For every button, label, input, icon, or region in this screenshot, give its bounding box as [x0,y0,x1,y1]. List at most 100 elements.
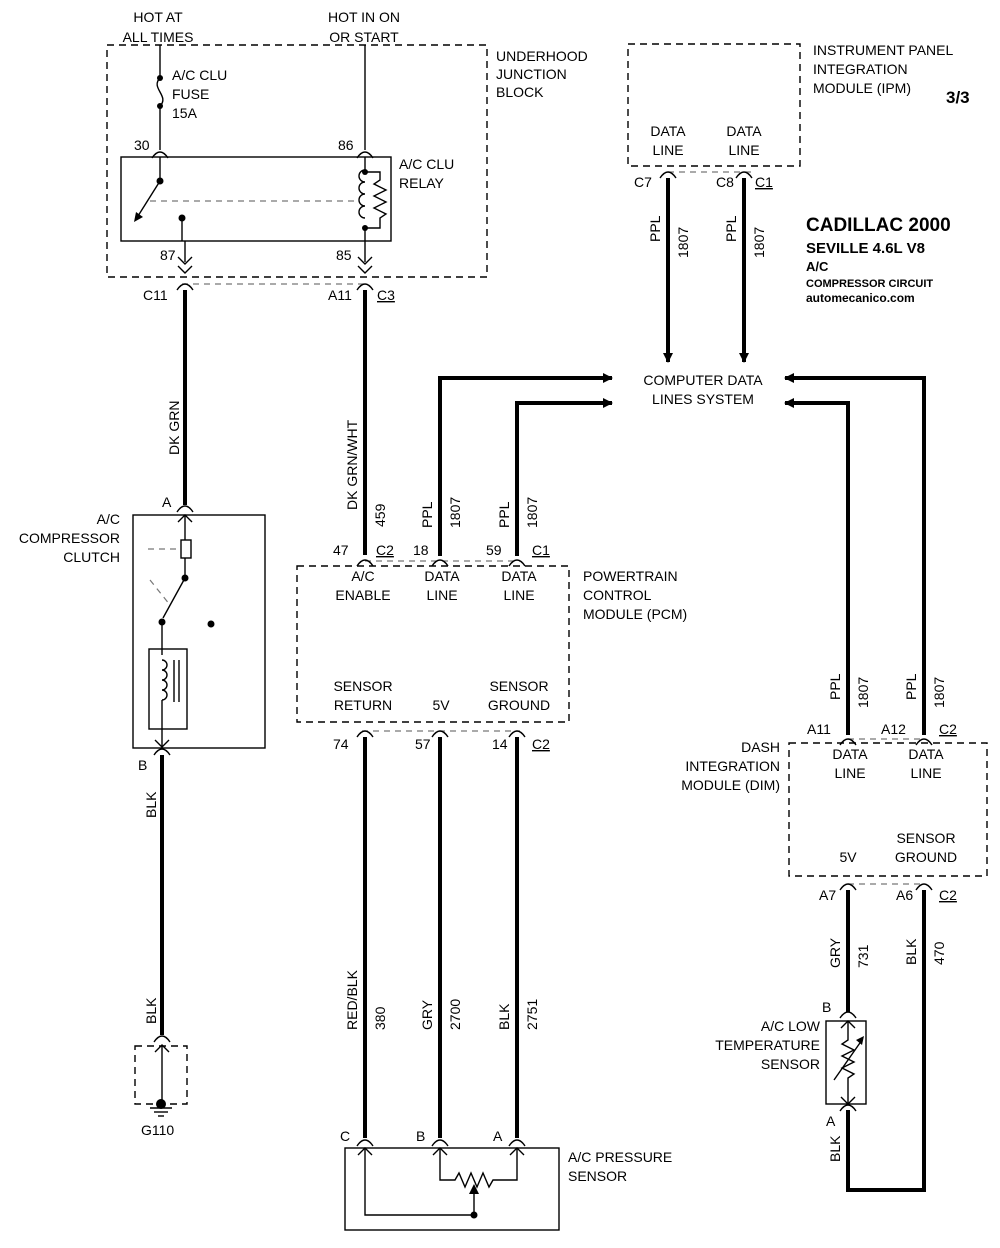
svg-text:SENSOR: SENSOR [568,1168,627,1184]
low-temp-pin-b-connector-icon [839,1011,857,1019]
pcm-pin-18-connector-icon [431,559,449,567]
pcm-data-line-59-label: DATA LINE [501,568,537,603]
svg-text:DATA: DATA [650,123,686,139]
pressure-sensor-wiper-arrow-icon [469,1184,479,1194]
wire-ipm-1-number-label: 1807 [675,227,691,258]
wire-blk-470 [846,890,926,1192]
wire-blk-label-2: BLK [143,997,159,1024]
svg-text:SENSOR: SENSOR [489,678,548,694]
wire-380-label: 380 [372,1006,388,1030]
svg-text:HOT AT: HOT AT [133,9,183,25]
ipm-outline [627,43,801,167]
low-temp-pin-a-connector-icon [839,1104,857,1112]
pressure-sensor-box [344,1147,560,1231]
pressure-sensor-return-path [364,1148,474,1216]
dim-pin-a6-label: A6 [896,887,913,903]
wire-pcm-18-color-label: PPL [419,501,435,528]
dim-pin-a11-label: A11 [807,721,831,737]
svg-text:INTEGRATION: INTEGRATION [813,61,908,77]
wire-blk-label-1: BLK [143,791,159,818]
underhood-junction-block-label: UNDERHOOD JUNCTION BLOCK [496,48,588,100]
svg-text:MODULE (PCM): MODULE (PCM) [583,606,687,622]
title-model: SEVILLE 4.6L V8 [806,240,925,257]
wire-red-blk-color-label: RED/BLK [344,969,360,1030]
ipm-data-line-1-label: DATA LINE [650,123,686,158]
hot-at-all-times-label: HOT AT ALL TIMES [123,9,194,45]
svg-text:ENABLE: ENABLE [335,587,390,603]
svg-text:LINE: LINE [834,765,865,781]
svg-text:A/C CLU: A/C CLU [399,156,454,172]
pin-87-terminal-icon-2 [177,265,193,274]
wire-dk-grn-wht-color-label: DK GRN/WHT [344,419,360,510]
hot-in-on-or-start-label: HOT IN ON OR START [328,9,400,45]
ground-box-outline [134,1045,188,1105]
dim-outline [788,742,988,877]
svg-text:COMPUTER DATA: COMPUTER DATA [643,372,763,388]
svg-text:DATA: DATA [501,568,537,584]
pcm-pin-57-label: 57 [415,736,431,752]
dim-data-line-a12-label: DATA LINE [908,746,944,781]
pcm-sensor-return-label: SENSOR RETURN [333,678,392,713]
pressure-sensor-pin-b-label: B [416,1128,425,1144]
pcm-ac-enable-label: A/C ENABLE [335,568,390,603]
dim-pin-a6-connector-icon [915,883,933,891]
wire-ipm-2-number-label: 1807 [751,227,767,258]
pin-87-terminal-icon [177,256,193,265]
pcm-5v-label: 5V [432,697,450,713]
clutch-coil-icon [161,659,168,701]
title-website: automecanico.com [806,291,915,305]
svg-text:DASH: DASH [741,739,780,755]
ac-low-temperature-sensor-label: A/C LOW TEMPERATURE SENSOR [715,1018,821,1072]
low-temp-pin-a-terminal-icon [840,1096,856,1105]
pcm-pin-74-label: 74 [333,736,349,752]
pin-87-label: 87 [160,247,176,263]
dim-pin-a7-label: A7 [819,887,836,903]
title-make-year: CADILLAC 2000 [806,215,951,236]
low-temp-sensor-box [825,1020,867,1105]
svg-text:LINES SYSTEM: LINES SYSTEM [652,391,754,407]
svg-text:SENSOR: SENSOR [896,830,955,846]
pcm-connector-c1-label: C1 [532,542,550,558]
svg-text:15A: 15A [172,105,198,121]
svg-text:MODULE (IPM): MODULE (IPM) [813,80,911,96]
wire-pcm-59-number-label: 1807 [524,497,540,528]
dim-pin-a12-connector-icon [915,738,933,746]
svg-text:A/C PRESSURE: A/C PRESSURE [568,1149,672,1165]
svg-text:LINE: LINE [728,142,759,158]
ipm-c7-connector-icon [659,171,677,179]
svg-text:A/C CLU: A/C CLU [172,67,227,83]
underhood-junction-block-outline [106,44,488,278]
title-block: CADILLAC 2000 SEVILLE 4.6L V8 A/C COMPRE… [806,215,951,305]
ipm-pin-c7-label: C7 [634,174,652,190]
pressure-sensor-resistor-icon [439,1148,518,1189]
svg-text:BLOCK: BLOCK [496,84,544,100]
dim-data-line-a11-label: DATA LINE [832,746,868,781]
wire-ipm-1-color-label: PPL [647,215,663,242]
svg-text:JUNCTION: JUNCTION [496,66,567,82]
pcm-pin-57-connector-icon [431,730,449,738]
svg-text:RELAY: RELAY [399,175,445,191]
clutch-switch-arm-icon [162,577,186,619]
page-number: 3/3 [946,88,970,107]
svg-text:LINE: LINE [910,765,941,781]
ground-node [156,1099,166,1109]
wire-blk-2751-color-label: BLK [496,1003,512,1030]
svg-text:INTEGRATION: INTEGRATION [685,758,780,774]
ac-clu-relay-box [120,156,392,242]
relay-coil-icon [358,169,366,219]
svg-text:DATA: DATA [832,746,868,762]
computer-data-lines-system-label: COMPUTER DATA LINES SYSTEM [643,372,763,407]
wire-459-label: 459 [372,503,388,527]
wire-ipm-2-color-label: PPL [723,215,739,242]
pcm-pin-59-label: 59 [486,542,502,558]
svg-text:POWERTRAIN: POWERTRAIN [583,568,678,584]
svg-text:CLUTCH: CLUTCH [63,549,120,565]
svg-text:HOT IN ON: HOT IN ON [328,9,400,25]
svg-text:OR START: OR START [329,29,399,45]
ipm-c8-connector-icon [735,171,753,179]
pcm-pin-14-label: 14 [492,736,508,752]
svg-text:TEMPERATURE: TEMPERATURE [715,1037,820,1053]
low-temp-pin-a-label: A [826,1113,836,1129]
pcm-sensor-ground-label: SENSOR GROUND [488,678,550,713]
